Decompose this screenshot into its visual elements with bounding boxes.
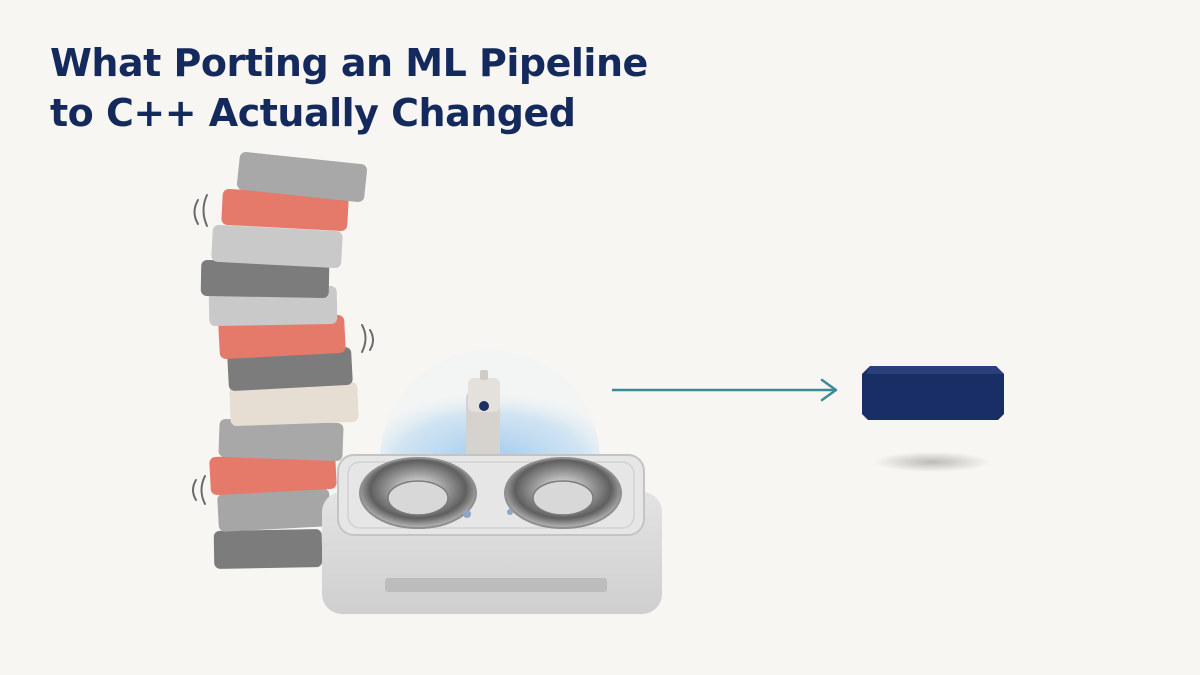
stack-block	[213, 529, 323, 569]
stack-block	[200, 259, 330, 299]
stack-block	[221, 189, 349, 231]
device-slot	[385, 578, 607, 592]
slide-title: What Porting an ML Pipeline to C++ Actua…	[50, 38, 750, 138]
stack-block	[218, 419, 344, 461]
device-sensor-icon	[479, 401, 489, 411]
stack-block	[209, 451, 337, 495]
arrow-head-icon	[820, 378, 838, 402]
stack-block	[211, 224, 343, 269]
stack-block	[217, 488, 331, 532]
wobble-mark	[361, 324, 367, 353]
slide-title-line-2: to C++ Actually Changed	[50, 91, 576, 135]
wobble-mark	[192, 479, 197, 501]
stack-block	[218, 315, 346, 359]
wobble-mark	[200, 475, 206, 505]
single-block	[862, 366, 1004, 472]
wobble-mark	[193, 199, 199, 225]
stack-block	[227, 347, 353, 391]
device-arm-head	[468, 378, 500, 412]
transition-arrow	[612, 378, 838, 402]
stack-block	[236, 152, 368, 202]
block-stack	[192, 152, 374, 569]
wobble-mark	[202, 194, 208, 227]
wobble-mark	[369, 329, 374, 351]
device	[322, 350, 662, 614]
stack-block	[229, 381, 359, 427]
slide-title-line-1: What Porting an ML Pipeline	[50, 41, 648, 85]
block-shadow	[874, 452, 990, 472]
